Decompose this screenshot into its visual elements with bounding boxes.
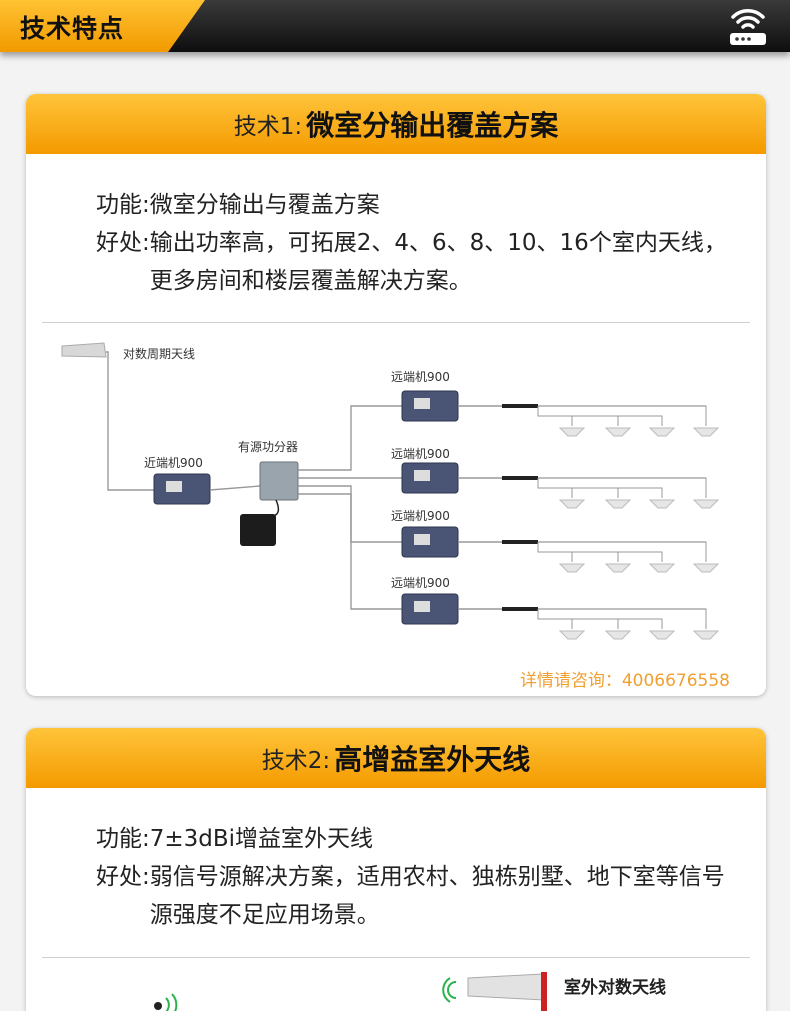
log-periodic-antenna-icon — [61, 342, 107, 358]
ceiling-antenna-icon — [648, 427, 676, 437]
ceiling-antenna-icon — [604, 427, 632, 437]
far-unit-row-2: 远端机900 — [391, 447, 720, 509]
function-text: 微室分输出与覆盖方案 — [149, 192, 380, 218]
outdoor-antenna-label: 室外对数天线 — [564, 977, 666, 998]
ceiling-antenna-icon — [648, 630, 676, 640]
tech2-benefit-row: 好处: 弱信号源解决方案，适用农村、独栋别墅、地下室等信号源强度不足应用场景。 — [96, 858, 766, 934]
far-unit-label: 远端机900 — [391, 576, 450, 590]
ceiling-antenna-icon — [692, 563, 720, 573]
tech2-diagram: 室外对数天线 — [154, 972, 666, 1011]
benefit-label: 好处: — [96, 230, 150, 256]
near-unit-icon — [153, 473, 211, 505]
tech1-card: 技术1: 微室分输出覆盖方案 功能: 微室分输出与覆盖方案 好处: 输出功率高，… — [26, 94, 766, 696]
benefit-text: 弱信号源解决方案，适用农村、独栋别墅、地下室等信号源强度不足应用场景。 — [149, 864, 725, 928]
divider — [42, 957, 750, 958]
ceiling-antenna-icon — [648, 499, 676, 509]
ceiling-antenna-icon — [648, 563, 676, 573]
router-wifi-icon — [730, 9, 766, 45]
ceiling-antenna-icon — [692, 630, 720, 640]
function-label: 功能: — [96, 192, 150, 218]
log-periodic-antenna-icon — [467, 972, 547, 1011]
far-unit-label: 远端机900 — [391, 447, 450, 461]
top-bar: 技术特点 — [0, 0, 790, 52]
far-unit-label: 远端机900 — [391, 509, 450, 523]
ceiling-antenna-icon — [604, 563, 632, 573]
ceiling-antenna-icon — [692, 427, 720, 437]
section-title: 技术特点 — [20, 14, 125, 43]
tech2-info: 功能: 7±3dBi增益室外天线 好处: 弱信号源解决方案，适用农村、独栋别墅、… — [26, 788, 766, 934]
tech1-header: 技术1: 微室分输出覆盖方案 — [26, 94, 766, 154]
wifi-signal-icon — [442, 977, 457, 1003]
ceiling-antenna-icon — [604, 630, 632, 640]
ceiling-antenna-icon — [558, 427, 586, 437]
ceiling-antenna-icon — [604, 499, 632, 509]
splitter-label: 有源功分器 — [238, 440, 298, 454]
tech1-info: 功能: 微室分输出与覆盖方案 好处: 输出功率高，可拓展2、4、6、8、10、1… — [26, 154, 766, 300]
near-unit-label: 近端机900 — [144, 456, 203, 470]
tech1-function-row: 功能: 微室分输出与覆盖方案 — [96, 186, 766, 224]
outdoor-antenna-label: 对数周期天线 — [123, 346, 195, 361]
tech2-title: 高增益室外天线 — [334, 743, 531, 776]
tech1-title: 微室分输出覆盖方案 — [306, 109, 559, 142]
signal-source-icon — [154, 993, 178, 1011]
far-unit-row-3: 远端机900 — [391, 509, 720, 573]
tech2-prefix: 技术2: — [261, 748, 331, 774]
tech2-header: 技术2: 高增益室外天线 — [26, 728, 766, 788]
benefit-text: 输出功率高，可拓展2、4、6、8、10、16个室内天线，更多房间和楼层覆盖解决方… — [149, 230, 727, 294]
tech1-benefit-row: 好处: 输出功率高，可拓展2、4、6、8、10、16个室内天线，更多房间和楼层覆… — [96, 224, 766, 300]
function-label: 功能: — [96, 826, 150, 852]
splitter-icon — [259, 461, 299, 501]
power-adapter-icon — [240, 499, 280, 546]
tech2-function-row: 功能: 7±3dBi增益室外天线 — [96, 820, 766, 858]
ceiling-antenna-icon — [558, 499, 586, 509]
coverage-diagram: 对数周期天线 近端机900 有源功分器 远端机900 — [61, 342, 720, 640]
section-tab — [0, 0, 205, 52]
ceiling-antenna-icon — [558, 563, 586, 573]
far-unit-label: 远端机900 — [391, 370, 450, 384]
benefit-label: 好处: — [96, 864, 150, 890]
tech2-card: 技术2: 高增益室外天线 功能: 7±3dBi增益室外天线 好处: 弱信号源解决… — [26, 728, 766, 1011]
ceiling-antenna-icon — [558, 630, 586, 640]
contact-info: 详情请咨询：4006676558 — [519, 671, 730, 691]
function-text: 7±3dBi增益室外天线 — [149, 826, 374, 852]
ceiling-antenna-icon — [692, 499, 720, 509]
divider — [42, 322, 750, 323]
tech1-prefix: 技术1: — [233, 114, 303, 140]
far-unit-row-1: 远端机900 — [391, 370, 720, 437]
far-unit-row-4: 远端机900 — [391, 576, 720, 640]
